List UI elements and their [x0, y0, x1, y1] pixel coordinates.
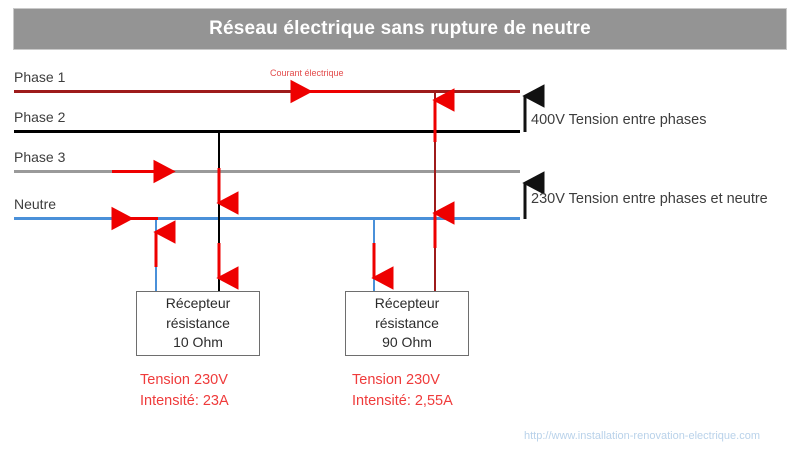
bus-label-neutre: Neutre: [14, 196, 57, 212]
voltage-label-phase-neutral: 230V Tension entre phases et neutre: [531, 191, 768, 207]
receptor-right-current: Intensité: 2,55A: [352, 393, 453, 410]
receptor-right-line3: 90 Ohm: [382, 334, 432, 351]
receptor-right-line2: résistance: [375, 314, 439, 331]
bus-label-phase-1: Phase 1: [14, 69, 66, 85]
voltage-label-between-phases: 400V Tension entre phases: [531, 112, 707, 128]
bus-line-phase-2: [14, 130, 520, 133]
wire-phase1-to-receptor-right: [434, 90, 436, 292]
receptor-right-caption: Tension 230V Intensité: 2,55A: [352, 370, 453, 412]
bus-line-phase-1: [14, 90, 520, 93]
receptor-left-caption: Tension 230V Intensité: 23A: [140, 370, 229, 412]
bus-label-phase-3: Phase 3: [14, 149, 66, 165]
receptor-left-line1: Récepteur: [165, 294, 231, 311]
receptor-left-current: Intensité: 23A: [140, 393, 229, 410]
receptor-left-voltage: Tension 230V: [140, 372, 228, 388]
receptor-left-line2: résistance: [166, 314, 230, 331]
page-title: Réseau électrique sans rupture de neutre: [209, 18, 591, 39]
title-bar: Réseau électrique sans rupture de neutre: [13, 8, 787, 50]
current-direction-label: Courant électrique: [270, 68, 344, 78]
receptor-right-line1: Récepteur: [374, 294, 440, 311]
bus-line-phase-3: [14, 170, 520, 173]
receptor-left-box: Récepteur résistance 10 Ohm: [136, 291, 260, 356]
receptor-left-line3: 10 Ohm: [173, 334, 223, 351]
receptor-right-box: Récepteur résistance 90 Ohm: [345, 291, 469, 356]
bus-label-phase-2: Phase 2: [14, 109, 66, 125]
bus-line-neutre: [14, 217, 520, 220]
footer-url: http://www.installation-renovation-elect…: [524, 430, 761, 442]
receptor-right-voltage: Tension 230V: [352, 372, 440, 388]
